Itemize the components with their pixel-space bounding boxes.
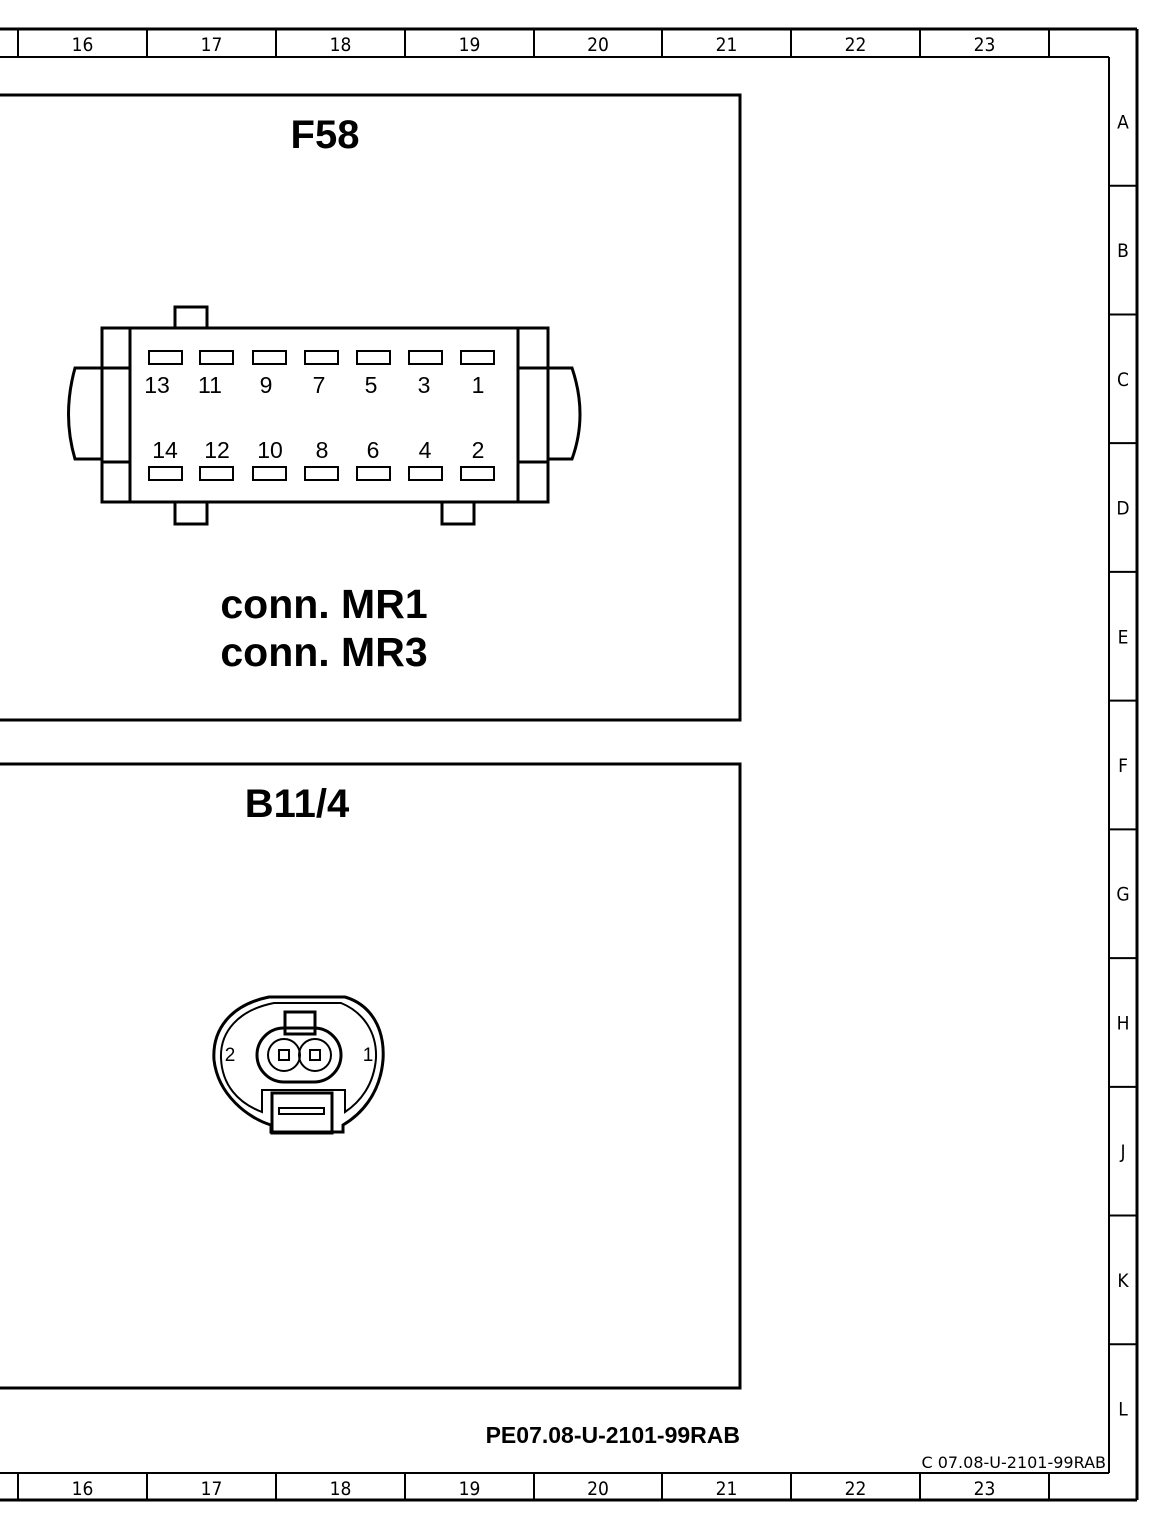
row-label: G <box>1116 884 1129 906</box>
column-label: 23 <box>974 34 996 56</box>
column-label: 16 <box>72 34 94 56</box>
pin-label: 6 <box>367 437 380 463</box>
panel-f58-title: F58 <box>291 113 360 157</box>
pin-label: 8 <box>316 437 329 463</box>
pin-slot <box>460 466 495 481</box>
row-label: E <box>1118 626 1129 648</box>
pin-slot <box>148 350 183 365</box>
column-label: 21 <box>716 34 738 56</box>
sheet-frame <box>0 27 1139 1502</box>
row-label: D <box>1116 498 1129 520</box>
connector-b11-4-drawing <box>212 995 385 1135</box>
column-label: 19 <box>459 34 481 56</box>
column-label: 22 <box>845 34 867 56</box>
panel-b11-4: B11/4 2 1 <box>0 762 742 1390</box>
connector-label-mr1: conn. MR1 <box>220 581 427 627</box>
pin-slot <box>148 466 183 481</box>
pin-label: 14 <box>152 437 178 463</box>
row-label: L <box>1118 1399 1128 1421</box>
pin-slots-top <box>148 350 495 365</box>
row-label: J <box>1119 1141 1125 1163</box>
pin-slot <box>460 350 495 365</box>
pin-label: 11 <box>198 372 222 398</box>
pin-label: 9 <box>260 372 273 398</box>
panel-b11-4-title: B11/4 <box>245 782 350 826</box>
column-label: 17 <box>201 34 223 56</box>
column-label: 19 <box>459 1478 481 1500</box>
column-label: 16 <box>72 1478 94 1500</box>
row-label: A <box>1117 111 1129 133</box>
row-label: B <box>1117 240 1129 262</box>
row-label: H <box>1117 1012 1130 1034</box>
pin-slot <box>408 350 443 365</box>
connector-f58-drawing <box>67 305 582 526</box>
pin-label: 12 <box>204 437 230 463</box>
pin-label: 1 <box>472 372 485 398</box>
pin-slot <box>356 466 391 481</box>
connector-label-mr3: conn. MR3 <box>220 629 427 675</box>
pin-label: 13 <box>144 372 170 398</box>
pin-slot <box>408 466 443 481</box>
pin-slot <box>199 350 234 365</box>
column-label: 18 <box>330 34 352 56</box>
pin-slot <box>252 350 287 365</box>
row-label: F <box>1118 755 1128 777</box>
pin-label: 4 <box>419 437 432 463</box>
pin-slot <box>304 350 339 365</box>
row-grid: A B C D E F G H J K L <box>1109 111 1137 1421</box>
pin-label: 3 <box>418 372 431 398</box>
pin-label-1: 1 <box>363 1045 374 1066</box>
pin-label: 10 <box>257 437 283 463</box>
sheet-reference: C 07.08-U-2101-99RAB <box>921 1453 1106 1472</box>
column-label: 20 <box>587 1478 609 1500</box>
panel-f58: F58 13 11 9 7 <box>0 93 742 722</box>
row-label: K <box>1117 1270 1129 1292</box>
pin-label: 5 <box>365 372 378 398</box>
pin-slot <box>304 466 339 481</box>
column-label: 21 <box>716 1478 738 1500</box>
pin-slots-bottom <box>148 466 495 481</box>
pin-label-2: 2 <box>225 1045 236 1066</box>
pin-label: 7 <box>313 372 326 398</box>
row-label: C <box>1117 369 1129 391</box>
column-label: 22 <box>845 1478 867 1500</box>
column-label: 23 <box>974 1478 996 1500</box>
pin-slot <box>199 466 234 481</box>
pin-slot <box>356 350 391 365</box>
column-label: 18 <box>330 1478 352 1500</box>
document-reference: PE07.08-U-2101-99RAB <box>486 1422 740 1448</box>
column-label: 20 <box>587 34 609 56</box>
column-label: 17 <box>201 1478 223 1500</box>
pin-label: 2 <box>472 437 485 463</box>
pin-slot <box>252 466 287 481</box>
